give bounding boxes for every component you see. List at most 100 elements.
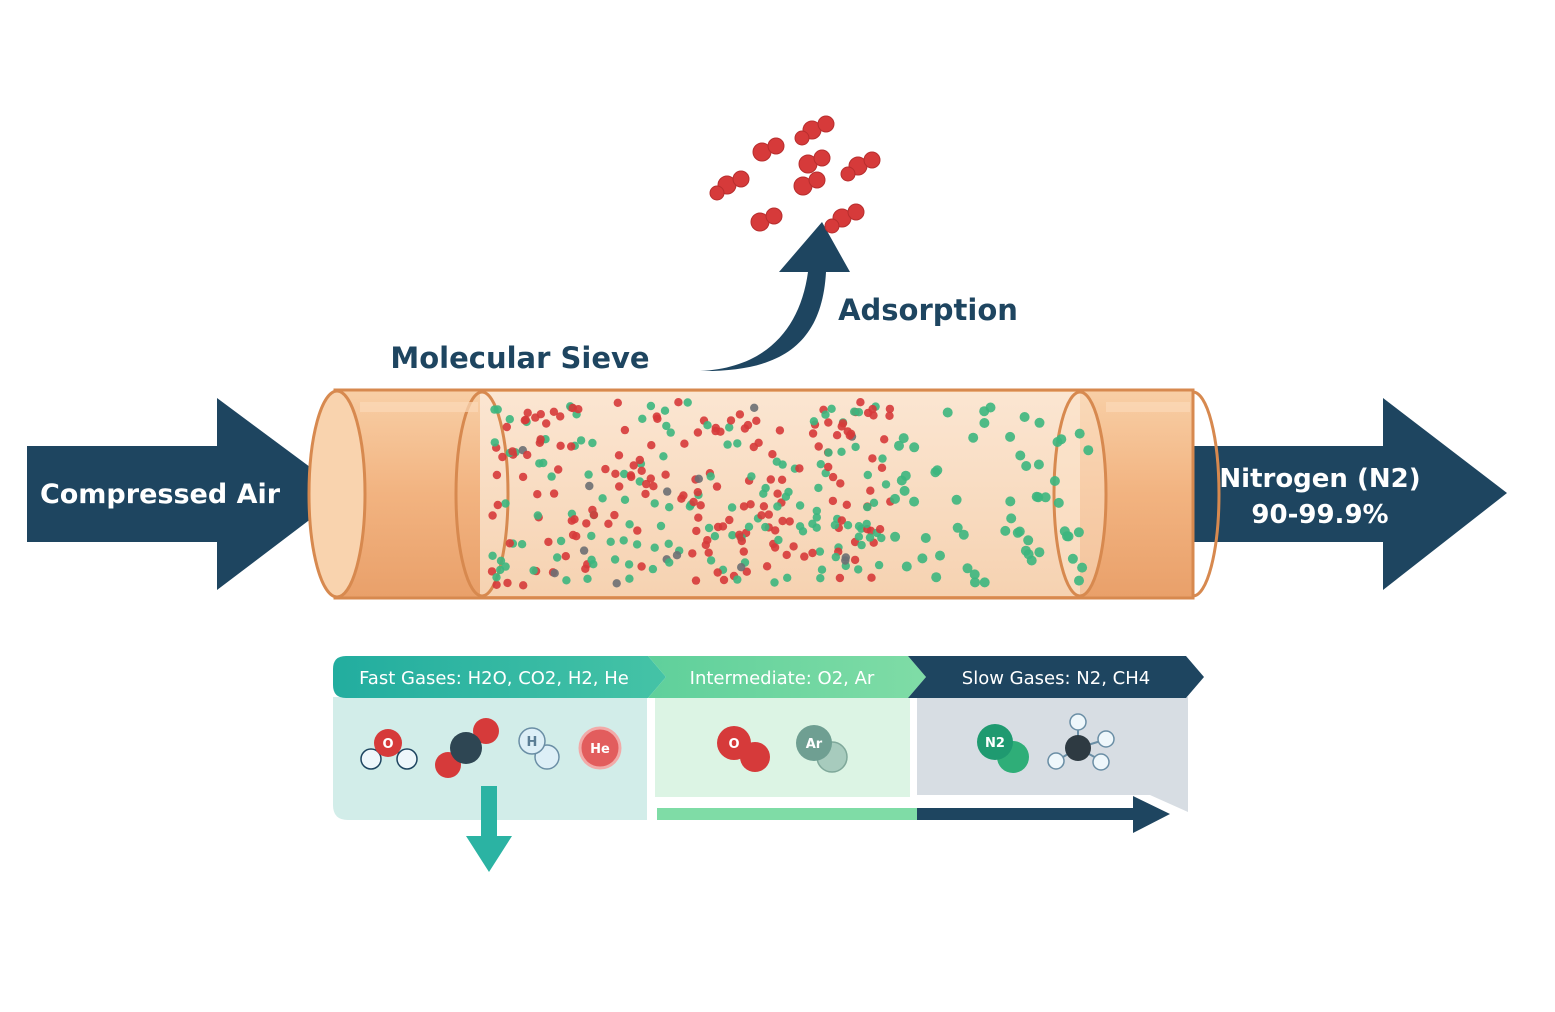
nitrogen-particle <box>795 522 805 531</box>
carbon-particle <box>663 487 672 496</box>
oxygen-particle <box>488 511 497 520</box>
nitrogen-particle <box>809 417 819 426</box>
oxygen-particle <box>677 494 686 503</box>
oxygen-particle <box>556 441 565 450</box>
oxygen-particle <box>647 441 656 450</box>
nitrogen-particle <box>533 511 542 520</box>
nitrogen-particle <box>900 470 911 481</box>
input-label: Compressed Air <box>40 479 281 510</box>
nitrogen-particle <box>881 480 891 489</box>
nitrogen-particle <box>851 442 860 452</box>
nitrogen-particle <box>703 421 712 430</box>
oxygen-particle <box>542 419 551 428</box>
oxygen-particle <box>567 442 576 451</box>
h2-molecule: H <box>518 727 560 770</box>
oxygen-particle <box>824 418 833 427</box>
oxygen-particle <box>771 526 780 535</box>
slow-flow-arrow <box>917 796 1170 833</box>
nitrogen-particle <box>648 564 658 574</box>
nitrogen-particle <box>843 521 853 530</box>
oxygen-particle <box>523 408 532 417</box>
oxygen-particle <box>875 525 885 534</box>
oxygen-particle <box>782 550 791 560</box>
oxygen-particle <box>828 496 838 506</box>
nitrogen-particle <box>1056 434 1067 445</box>
nitrogen-particle <box>979 406 990 417</box>
oxygen-particle <box>633 526 642 535</box>
nitrogen-particle <box>774 535 783 545</box>
output-arrow: Nitrogen (N2) 90-99.9% <box>1190 398 1507 590</box>
nitrogen-particle <box>854 532 864 541</box>
output-label-line2: 90-99.9% <box>1251 500 1388 530</box>
nitrogen-particle <box>817 565 827 574</box>
oxygen-particle <box>615 482 624 491</box>
oxygen-particle <box>711 426 720 436</box>
oxygen-particle <box>502 422 511 432</box>
nitrogen-particle <box>890 493 900 504</box>
oxygen-particle <box>777 475 787 484</box>
slow-gases-header <box>908 656 1204 698</box>
nitrogen-particle <box>770 578 779 587</box>
nitrogen-particle <box>610 555 620 564</box>
nitrogen-particle <box>1034 547 1045 558</box>
oxygen-particle <box>735 530 744 539</box>
n2-label: N2 <box>985 736 1005 751</box>
oxygen-particle <box>691 576 701 585</box>
oxygen-particle <box>693 488 702 497</box>
nitrogen-particle <box>863 502 872 512</box>
gas-speed-bands: Fast Gases: H2O, CO2, H2, He Intermediat… <box>333 656 1204 872</box>
oxygen-particle <box>850 555 860 565</box>
carbon-particle <box>672 551 682 560</box>
co2-molecule <box>435 718 499 778</box>
oxygen-particle <box>719 575 729 585</box>
nitrogen-particle <box>816 574 825 583</box>
adsorption-label: Adsorption <box>838 293 1018 327</box>
nitrogen-particle <box>665 503 674 512</box>
fast-gases-label: Fast Gases: H2O, CO2, H2, He <box>359 668 629 689</box>
nitrogen-particle <box>778 460 787 469</box>
oxygen-particle <box>718 522 728 531</box>
oxygen-particle <box>582 519 591 528</box>
nitrogen-particle <box>662 421 671 431</box>
oxygen-particle <box>712 482 722 491</box>
nitrogen-particle <box>970 577 980 588</box>
nitrogen-particle <box>854 565 863 574</box>
nitrogen-particle <box>598 494 607 503</box>
oxygen-atom <box>732 170 750 188</box>
nitrogen-particle <box>529 566 538 575</box>
nitrogen-particle <box>1019 412 1030 422</box>
nitrogen-particle <box>824 448 833 457</box>
oxygen-particle <box>692 526 701 536</box>
nitrogen-particle <box>1015 450 1026 461</box>
oxygen-particle <box>742 567 751 576</box>
nitrogen-particle <box>706 472 715 481</box>
nitrogen-particle <box>1073 527 1084 538</box>
nitrogen-particle <box>979 577 990 588</box>
nitrogen-particle <box>625 574 634 583</box>
adsorption-arrow <box>700 222 850 372</box>
nitrogen-particle <box>1023 535 1034 546</box>
nitrogen-particle <box>932 465 943 476</box>
carbon-particle <box>550 569 559 578</box>
nitrogen-particle <box>1053 497 1064 508</box>
oxygen-atom <box>808 171 826 189</box>
oxygen-particle <box>789 542 798 551</box>
oxygen-particle <box>725 515 734 525</box>
nitrogen-particle <box>899 485 910 496</box>
oxygen-particle <box>766 475 775 484</box>
nitrogen-particle <box>747 472 756 481</box>
carbon-particle <box>841 553 850 562</box>
sieve-label: Molecular Sieve <box>390 341 649 375</box>
oxygen-particle <box>574 405 583 414</box>
nitrogen-particle <box>650 499 659 508</box>
nitrogen-particle <box>556 536 566 546</box>
oxygen-particle <box>775 426 785 435</box>
oxygen-particle <box>533 490 542 499</box>
nitrogen-particle <box>650 543 659 552</box>
oxygen-particle <box>637 466 646 475</box>
oxygen-particle <box>735 410 745 419</box>
carbon-particle <box>612 579 621 588</box>
nitrogen-particle <box>1033 492 1044 503</box>
nitrogen-particle <box>890 531 901 542</box>
nitrogen-particle <box>958 529 969 540</box>
